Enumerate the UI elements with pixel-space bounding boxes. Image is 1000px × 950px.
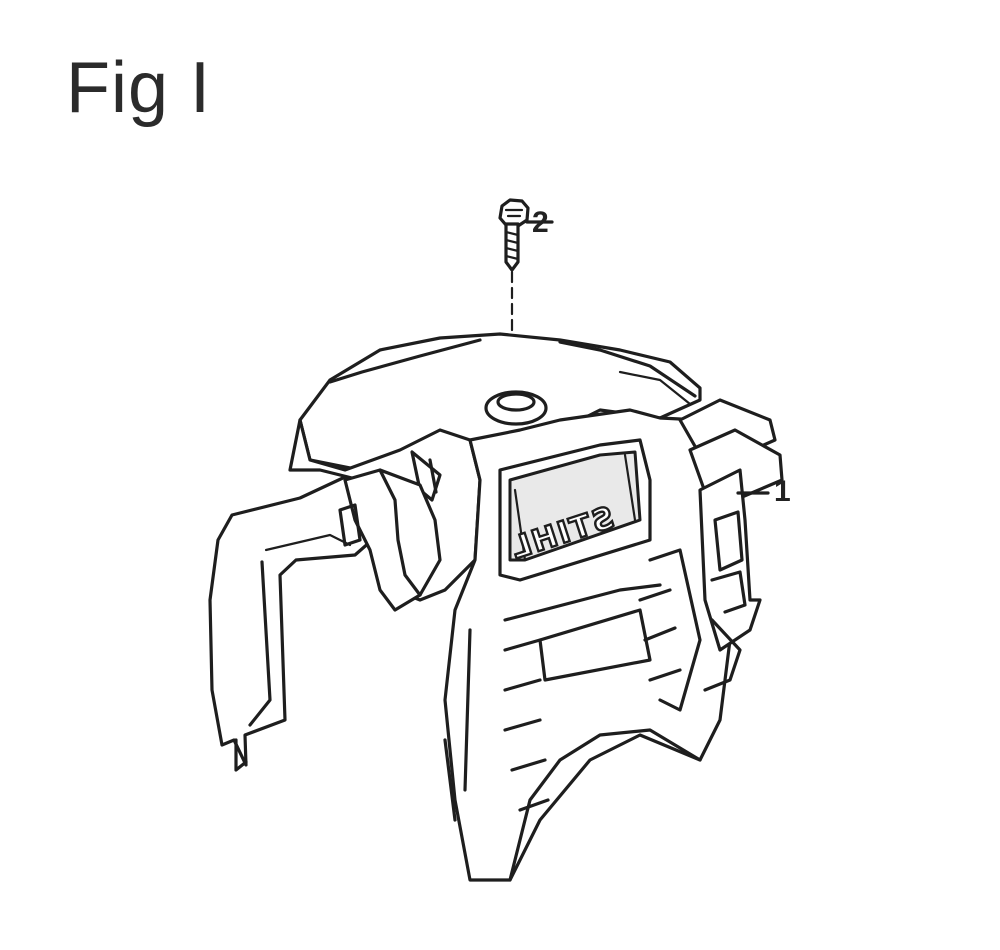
figure-title: Fig I xyxy=(66,48,212,128)
callout-number-1: 1 xyxy=(774,475,791,508)
screw-part xyxy=(498,198,530,272)
callout-number-2: 2 xyxy=(532,206,549,239)
shroud-part: STIHL xyxy=(208,332,784,882)
screw-boss xyxy=(484,390,548,426)
